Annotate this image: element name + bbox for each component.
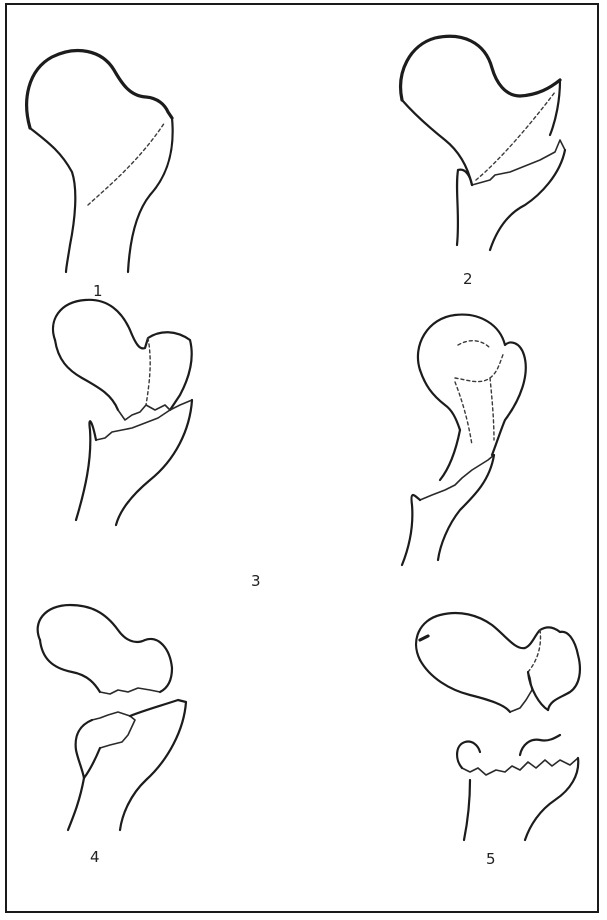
stage-label-1: 1: [93, 282, 103, 300]
femur-drawing-4: [38, 605, 186, 830]
stage-label-3: 3: [251, 572, 261, 590]
stage-label-2: 2: [463, 270, 473, 288]
femur-drawing-5: [416, 613, 580, 840]
femur-drawing-3a: [53, 300, 192, 525]
femur-drawing-3b: [402, 315, 526, 565]
stage-label-5: 5: [486, 850, 496, 868]
femur-drawing-2: [401, 36, 565, 250]
stage-label-4: 4: [90, 848, 100, 866]
femur-drawing-1: [27, 51, 173, 272]
